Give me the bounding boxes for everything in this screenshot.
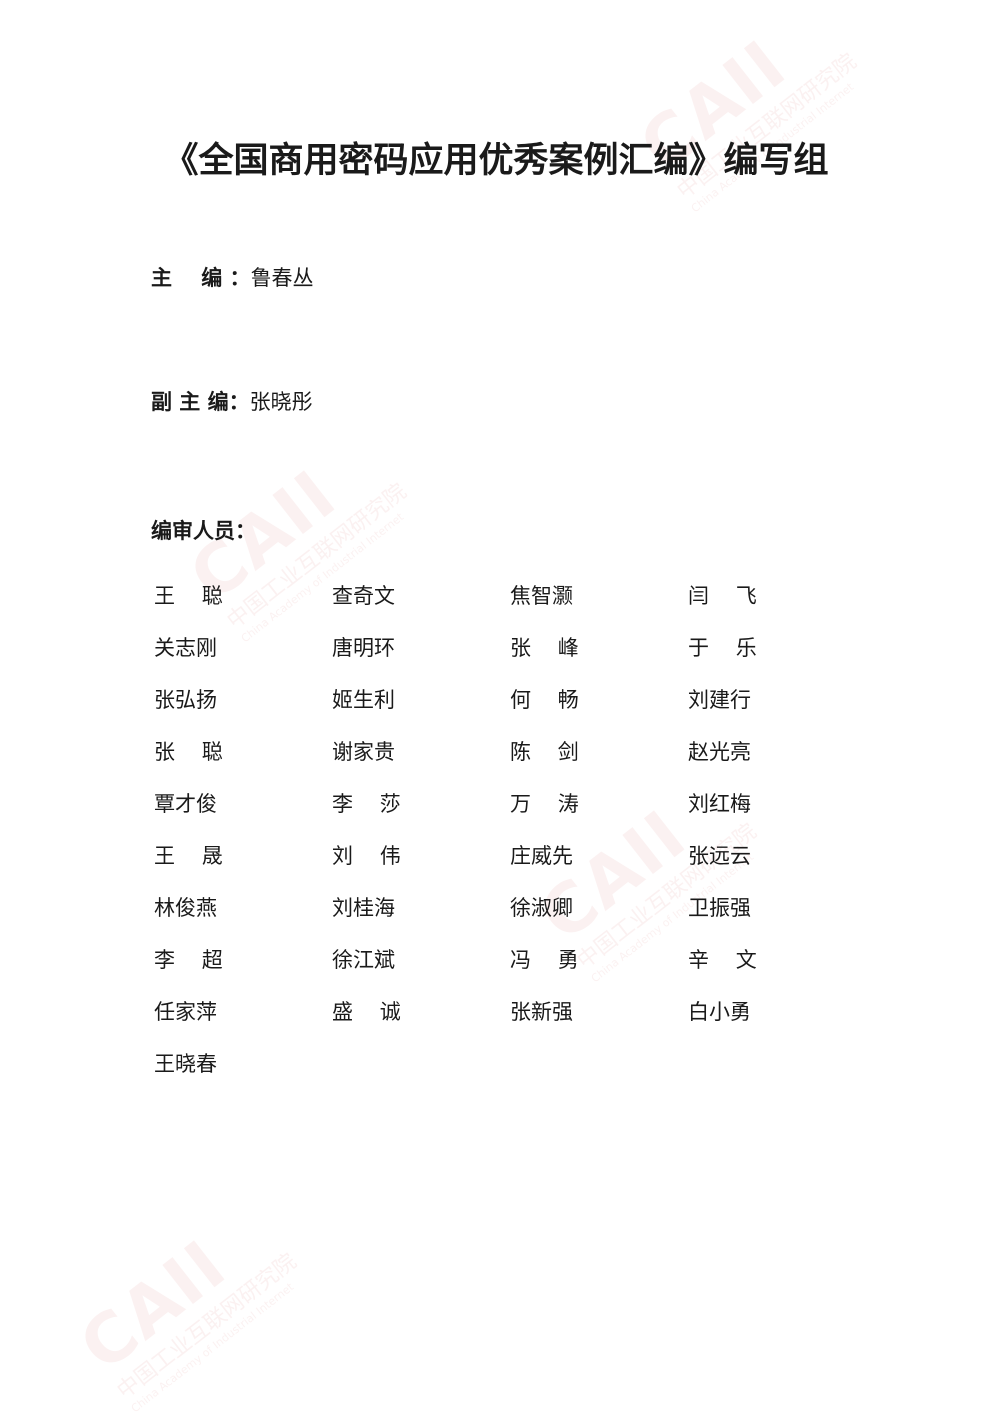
watermark: CAII 中国工业互联网研究院 China Academy of Industr… — [626, 0, 871, 216]
watermark-org-cn: 中国工业互联网研究院 — [112, 1249, 302, 1405]
watermark-org-en: China Academy of Industrial Internet — [128, 1280, 297, 1416]
reviewer-name: 覃才俊 — [154, 792, 217, 816]
chief-editor-name: 鲁春丛 — [250, 266, 314, 290]
reviewers-label: 编审人员： — [151, 519, 256, 543]
reviewer-name: 王 聪 — [154, 584, 223, 608]
reviewer-name: 庄威先 — [510, 844, 573, 868]
reviewer-name: 张远云 — [688, 844, 751, 868]
reviewer-name: 万 涛 — [510, 792, 579, 816]
reviewer-name: 刘建行 — [688, 688, 751, 712]
watermark-logo: CAII — [65, 1225, 242, 1387]
deputy-editor-label: 副 主 编： — [151, 390, 250, 414]
reviewer-name: 张新强 — [510, 1000, 573, 1024]
reviewer-name: 林俊燕 — [154, 896, 217, 920]
reviewer-name: 闫 飞 — [688, 584, 757, 608]
reviewer-name: 张 峰 — [510, 636, 579, 660]
reviewers-names-grid: 王 聪 查奇文 焦智灏 闫 飞 关志刚 唐明环 张 峰 于 乐 张弘扬 姬生利 … — [154, 580, 808, 1100]
chief-editor-label: 主 编 ： — [151, 266, 251, 290]
reviewer-name: 李 莎 — [332, 792, 401, 816]
reviewer-name: 任家萍 — [154, 1000, 217, 1024]
reviewer-name: 张 聪 — [154, 740, 223, 764]
deputy-editor-row: 副 主 编： 张晓彤 — [151, 386, 313, 416]
reviewer-name: 卫振强 — [688, 896, 751, 920]
reviewer-name: 刘桂海 — [332, 896, 395, 920]
reviewer-name: 刘红梅 — [688, 792, 751, 816]
reviewer-name: 于 乐 — [688, 636, 757, 660]
reviewer-name: 谢家贵 — [332, 740, 395, 764]
reviewer-name: 王 晟 — [154, 844, 223, 868]
reviewer-name: 刘 伟 — [332, 844, 401, 868]
reviewer-name: 李 超 — [154, 948, 223, 972]
reviewer-name: 唐明环 — [332, 636, 395, 660]
page-title: 《全国商用密码应用优秀案例汇编》编写组 — [163, 141, 829, 181]
reviewer-name: 姬生利 — [332, 688, 395, 712]
reviewer-name: 冯 勇 — [510, 948, 579, 972]
reviewer-name: 白小勇 — [688, 1000, 751, 1024]
watermark: CAII 中国工业互联网研究院 China Academy of Industr… — [65, 1194, 311, 1416]
reviewer-name: 焦智灏 — [510, 584, 573, 608]
reviewer-name: 张弘扬 — [154, 688, 217, 712]
reviewer-name: 徐江斌 — [332, 948, 395, 972]
reviewer-name: 赵光亮 — [688, 740, 751, 764]
deputy-editor-name: 张晓彤 — [249, 390, 313, 414]
reviewer-name: 王晓春 — [154, 1052, 217, 1076]
chief-editor-row: 主 编 ： 鲁春丛 — [151, 262, 314, 292]
reviewer-name: 陈 剑 — [510, 740, 579, 764]
reviewer-name: 查奇文 — [332, 584, 395, 608]
reviewer-name: 何 畅 — [510, 688, 579, 712]
reviewers-row: 编审人员： — [151, 515, 256, 545]
reviewer-name: 徐淑卿 — [510, 896, 573, 920]
reviewer-name: 盛 诚 — [332, 1000, 401, 1024]
reviewer-name: 关志刚 — [154, 636, 217, 660]
reviewer-name: 辛 文 — [688, 948, 757, 972]
